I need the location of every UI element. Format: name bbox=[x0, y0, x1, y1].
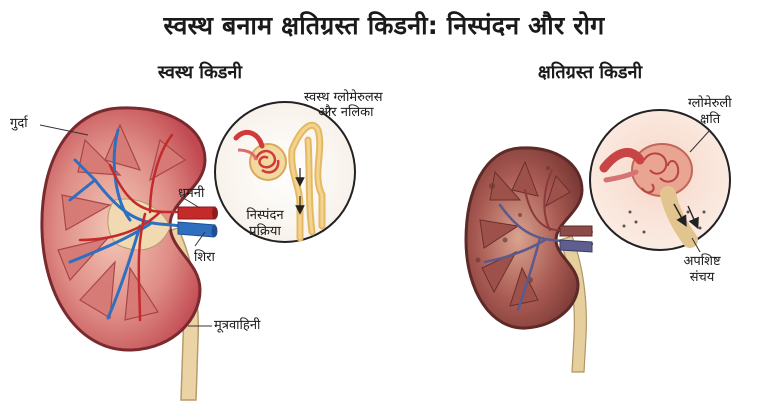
filtration-label-line1: निस्पंदन bbox=[246, 208, 284, 223]
healthy-artery-branches bbox=[78, 133, 212, 322]
waste-accumulation-label-line1: अपशिष्ट bbox=[683, 254, 721, 269]
glomerular-damage-label-line1: ग्लोमेरुली bbox=[688, 96, 732, 111]
healthy-kidney bbox=[40, 106, 218, 401]
damaged-artery bbox=[559, 225, 593, 237]
glomerulus-label-line1: स्वस्थ ग्लोमेरुलस bbox=[304, 90, 383, 105]
vein-label: शिरा bbox=[194, 250, 215, 265]
damaged-vessels bbox=[483, 203, 594, 312]
damaged-spots bbox=[475, 166, 550, 283]
healthy-vein bbox=[177, 221, 216, 238]
damaged-pyramids bbox=[479, 160, 571, 307]
damaged-kidney bbox=[464, 146, 594, 373]
artery-label: धमनी bbox=[178, 186, 205, 201]
filtration-label-line2: प्रक्रिया bbox=[249, 224, 281, 239]
page-title: स्वस्थ बनाम क्षतिग्रस्त किडनी: निस्पंदन … bbox=[163, 11, 605, 40]
healthy-artery bbox=[177, 206, 216, 220]
healthy-heading: स्वस्थ किडनी bbox=[157, 62, 243, 83]
damaged-heading: क्षतिग्रस्त किडनी bbox=[537, 62, 643, 83]
damaged-leader-lines bbox=[689, 129, 711, 253]
ureter-label: मूत्रवाहिनी bbox=[214, 318, 261, 333]
healthy-zoom-circle bbox=[214, 101, 356, 243]
glomerulus-label-line2: और नलिका bbox=[318, 105, 374, 120]
waste-accumulation-label-line2: संचय bbox=[689, 270, 715, 285]
damaged-zoom-circle bbox=[589, 109, 731, 251]
kidney-label: गुर्दा bbox=[10, 116, 28, 131]
glomerular-damage-label-line2: क्षति bbox=[700, 112, 721, 127]
damaged-vein bbox=[559, 239, 593, 253]
